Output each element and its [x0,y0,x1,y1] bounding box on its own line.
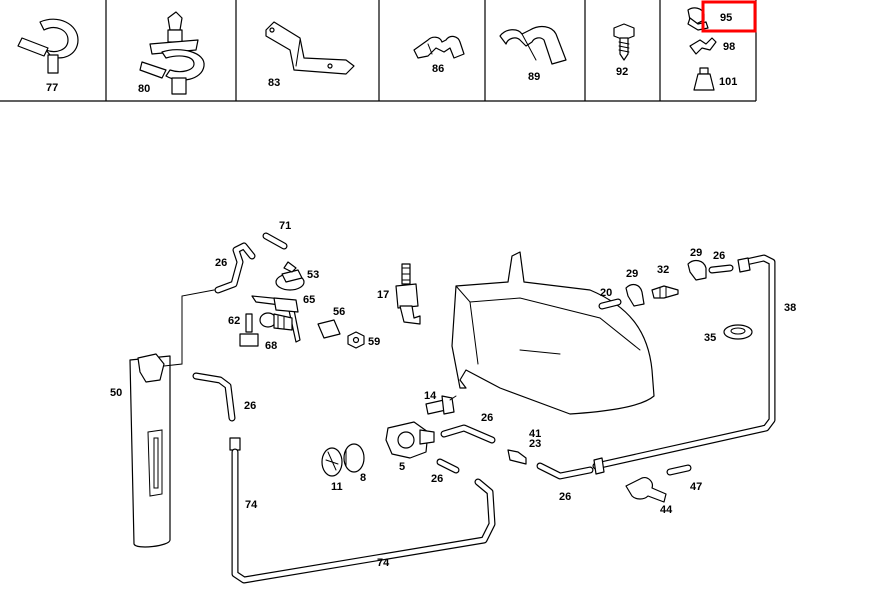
part-label[interactable]: 44 [660,504,673,516]
fitting-68-icon[interactable] [259,312,293,331]
nut-59-icon[interactable] [347,331,365,349]
double-clip-86-icon[interactable] [413,35,465,59]
line-38-icon[interactable] [592,254,776,475]
connector-32-icon[interactable] [651,285,679,299]
part-label[interactable]: 47 [690,481,702,493]
part-label[interactable]: 35 [704,332,716,344]
part-label[interactable]: 59 [368,336,380,348]
part-label[interactable]: 29 [626,268,638,280]
cap-8-icon[interactable] [343,443,365,473]
hose-26-icon[interactable] [440,424,496,444]
part-label[interactable]: 14 [424,390,437,402]
grommet-35-icon[interactable] [723,324,753,340]
connector-41-icon[interactable] [507,449,527,465]
part-label[interactable]: 32 [657,264,669,276]
part-label[interactable]: 26 [481,412,493,424]
hose-26-icon[interactable] [192,372,236,422]
part-label[interactable]: 65 [303,294,315,306]
part-label[interactable]: 23 [529,438,541,450]
part-label-86[interactable]: 86 [432,63,444,75]
hose-26-icon[interactable] [214,242,256,294]
part-label[interactable]: 20 [600,287,612,299]
part-label[interactable]: 26 [244,400,256,412]
part-label[interactable]: 74 [245,499,258,511]
part-label-77[interactable]: 77 [46,82,58,94]
screw-92-icon[interactable] [613,23,635,61]
exploded-diagram [129,232,776,584]
clamp-29-icon[interactable] [687,259,707,281]
valve-17-icon[interactable] [395,263,421,325]
part-label[interactable]: 62 [228,315,240,327]
hose-piece-71-icon[interactable] [262,232,288,250]
clamp-29-icon[interactable] [625,283,645,307]
part-label[interactable]: 68 [265,340,277,352]
stud-clip-80-icon[interactable] [139,11,205,95]
hose-piece-26-icon[interactable] [436,458,460,474]
diagram-labels: 71 26 53 65 17 62 68 56 59 50 26 14 26 4… [110,220,796,569]
part-label-92[interactable]: 92 [616,66,628,78]
hose-clip-77-icon[interactable] [17,18,79,74]
connector-56-icon[interactable] [317,319,341,339]
part-label-83[interactable]: 83 [268,77,280,89]
reservoir-50-icon[interactable] [129,353,171,548]
part-label[interactable]: 26 [215,257,227,269]
screw-14-icon[interactable] [425,395,455,415]
part-label[interactable]: 26 [713,250,725,262]
hose-piece-26-icon[interactable] [708,264,734,274]
bracket-83-icon[interactable] [265,21,355,75]
part-label[interactable]: 17 [377,289,389,301]
hose-74-icon[interactable] [229,437,496,584]
part-label-80[interactable]: 80 [138,83,150,95]
clip-98-icon[interactable] [689,37,717,55]
part-label[interactable]: 26 [559,491,571,503]
part-label[interactable]: 29 [690,247,702,259]
part-label-101[interactable]: 101 [719,76,737,88]
part-label[interactable]: 11 [331,481,343,493]
part-label-95[interactable]: 95 [720,12,732,24]
part-label[interactable]: 53 [307,269,319,281]
valve-53-icon[interactable] [275,261,305,291]
part-label[interactable]: 38 [784,302,796,314]
leader-line [163,289,215,367]
part-label-89[interactable]: 89 [528,71,540,83]
elbow-connector-95-icon[interactable] [687,7,709,31]
part-label[interactable]: 26 [431,473,443,485]
clip-44-icon[interactable] [625,477,667,503]
filter-cap-11-icon[interactable] [321,447,343,477]
tank-icon[interactable] [451,251,655,415]
bolt-62-icon[interactable] [239,313,259,347]
saddle-clip-89-icon[interactable] [499,25,567,65]
leader-line [449,395,457,401]
part-label[interactable]: 56 [333,306,345,318]
pump-5-icon[interactable] [385,421,435,459]
part-label[interactable]: 50 [110,387,122,399]
cap-101-icon[interactable] [693,67,715,91]
part-label[interactable]: 74 [377,557,390,569]
part-label-98[interactable]: 98 [723,41,735,53]
highlight-box [701,0,757,33]
part-label[interactable]: 8 [360,472,366,484]
hose-piece-47-icon[interactable] [666,464,692,476]
catalog-row: 77 80 83 86 89 [0,0,757,102]
hose-26-icon[interactable] [536,462,594,480]
part-label[interactable]: 5 [399,461,405,473]
bracket-65-icon[interactable] [251,295,301,343]
part-label[interactable]: 41 [529,428,541,440]
part-label[interactable]: 71 [279,220,291,232]
hose-piece-20-icon[interactable] [598,298,622,310]
